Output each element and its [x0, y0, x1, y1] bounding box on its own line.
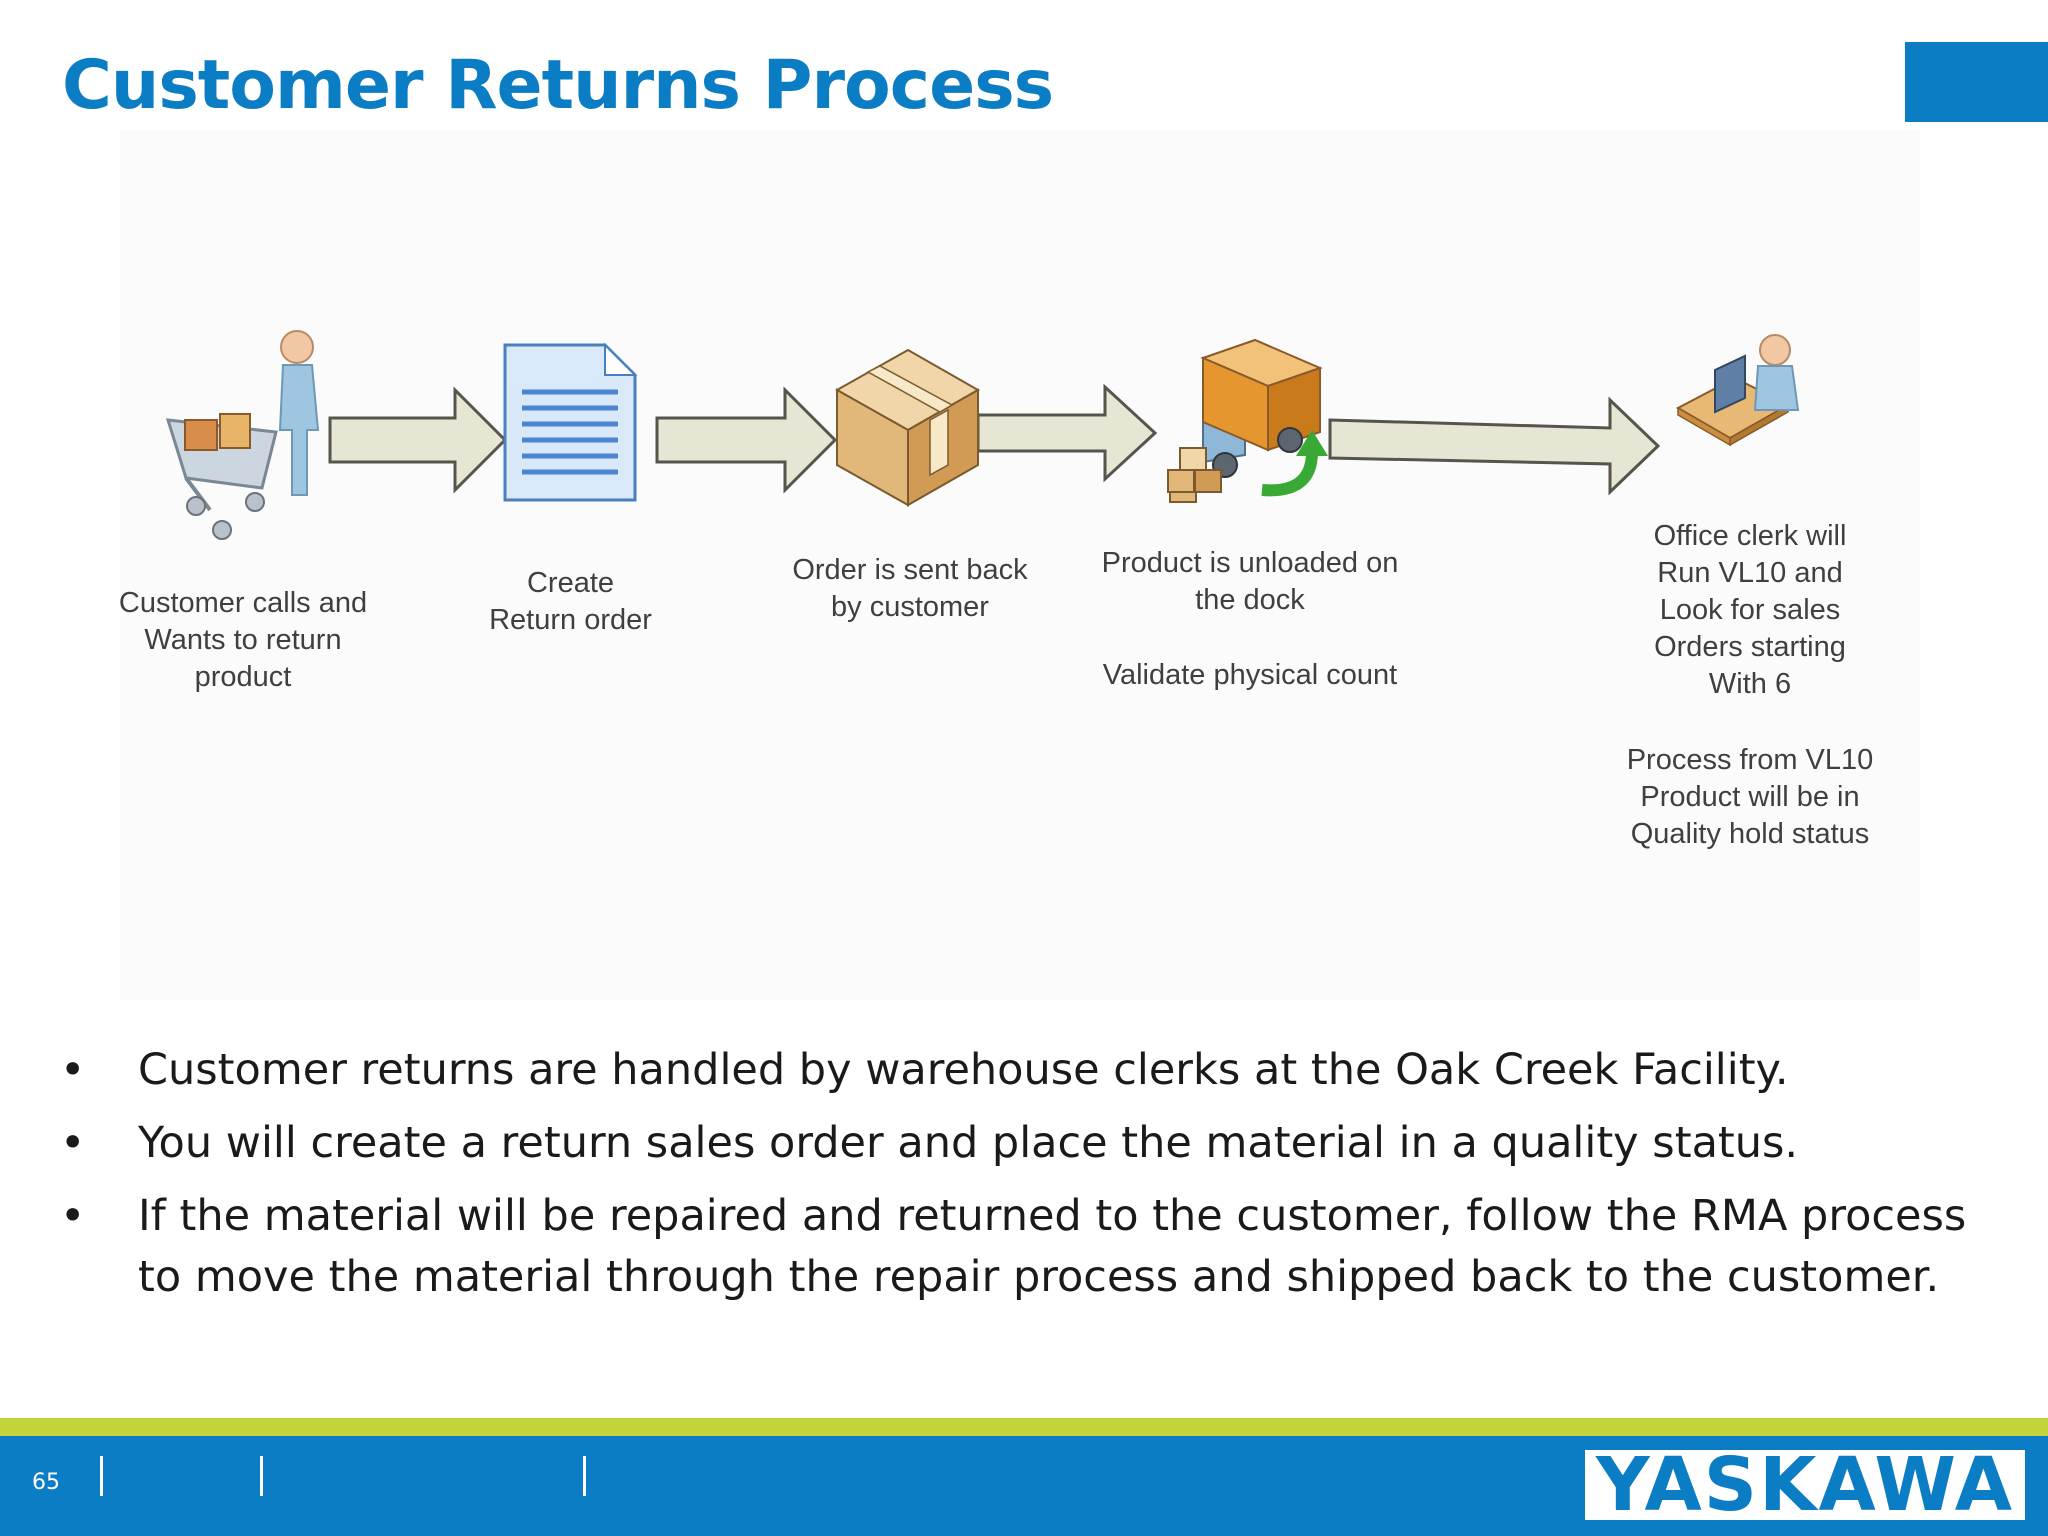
step-4-note: Validate physical count	[1102, 659, 1398, 691]
package-box-icon	[834, 348, 981, 507]
shopping-cart-person-icon	[165, 330, 320, 540]
flow-arrow	[328, 386, 508, 494]
footer-separator	[260, 1456, 263, 1496]
bullet-list: • Customer returns are handled by wareho…	[60, 1040, 1990, 1320]
page-number: 65	[32, 1470, 60, 1495]
step-4-label: Product is unloaded on the dock	[1101, 547, 1399, 616]
bullet-text: You will create a return sales order and…	[138, 1118, 1799, 1168]
bullet-marker: •	[60, 1045, 86, 1095]
flow-arrow	[1328, 396, 1661, 496]
corner-accent-block	[1905, 42, 2048, 122]
page-title: Customer Returns Process	[62, 46, 1054, 125]
footer-separator	[100, 1456, 103, 1496]
footer-separator	[583, 1456, 586, 1496]
bullet-item: • You will create a return sales order a…	[60, 1113, 1990, 1174]
delivery-truck-icon	[1167, 338, 1328, 503]
flow-arrow	[976, 383, 1158, 483]
yaskawa-logo: YASKAWA	[1585, 1450, 2025, 1520]
step-5-label: Office clerk will Run VL10 and Look for …	[1653, 520, 1847, 700]
bullet-marker: •	[60, 1191, 86, 1241]
footer-bar: 65 YASKAWA	[0, 1436, 2048, 1536]
bullet-item: • If the material will be repaired and r…	[60, 1186, 1990, 1308]
step-5-note: Process from VL10 Product will be in Qua…	[1626, 744, 1874, 850]
flow-arrow	[655, 386, 838, 494]
step-1-label: Customer calls and Wants to return produ…	[118, 587, 368, 693]
bullet-item: • Customer returns are handled by wareho…	[60, 1040, 1990, 1101]
process-diagram	[165, 330, 1800, 540]
bullet-marker: •	[60, 1118, 86, 1168]
step-3-label: Order is sent back by customer	[792, 554, 1028, 623]
bullet-text: Customer returns are handled by warehous…	[138, 1045, 1789, 1095]
document-icon	[503, 342, 638, 502]
office-clerk-desk-icon	[1675, 334, 1800, 447]
step-2-label: Create Return order	[489, 567, 652, 636]
process-diagram-background	[120, 130, 1920, 1000]
footer-accent-band	[0, 1418, 2048, 1436]
bullet-text: If the material will be repaired and ret…	[138, 1191, 1967, 1302]
